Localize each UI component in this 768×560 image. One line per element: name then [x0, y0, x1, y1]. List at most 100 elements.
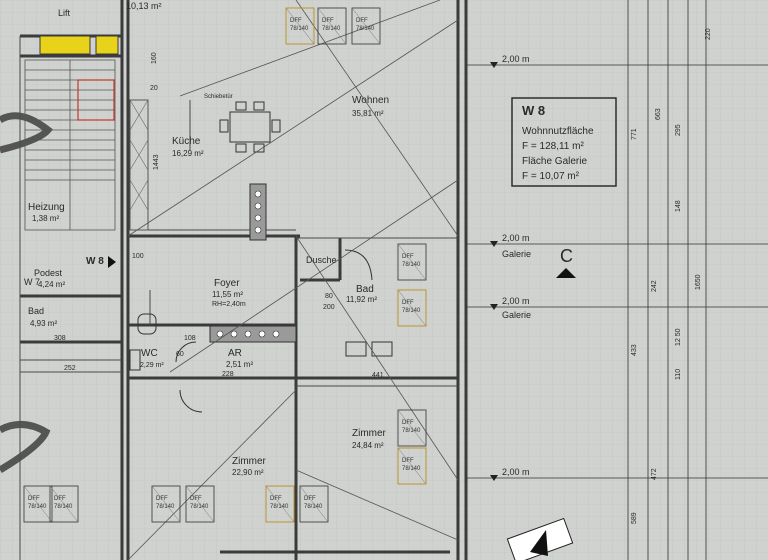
shaft-blocks [209, 183, 297, 343]
level-lines [466, 64, 768, 479]
dim-771: 771 [631, 128, 638, 140]
dff-window [397, 243, 427, 281]
dff-window-diagonal [317, 7, 347, 45]
info-box [511, 97, 617, 187]
shaft-holes [216, 190, 280, 338]
dff-window [285, 7, 315, 45]
dim-1250: 12 50 [675, 328, 682, 346]
north-arrow-icon [506, 517, 574, 560]
dim-200: 200 [323, 304, 335, 311]
kueche-area: 16,29 m² [172, 149, 204, 158]
wc-area: 2,29 m² [140, 362, 164, 369]
lift-label: Lift [58, 8, 71, 18]
dff-window [299, 485, 329, 523]
dim-220: 220 [705, 28, 712, 40]
dff-window-type: DFF [402, 458, 414, 464]
zimmer-right-area: 24,84 m² [352, 441, 384, 450]
dff-window-size: 78/140 [28, 504, 47, 510]
level-4: 2,00 m [502, 467, 530, 477]
window-symbols: DFF78/140DFF78/140DFF78/140DFF78/140DFF7… [23, 7, 427, 523]
dff-window-type: DFF [402, 420, 414, 426]
dff-window-diagonal [265, 485, 295, 523]
dff-window-diagonal [397, 289, 427, 327]
foyer-area: 11,55 m² [212, 290, 243, 299]
dim-433: 433 [631, 344, 638, 356]
dff-window-type: DFF [28, 496, 40, 502]
info-line2: F = 128,11 m² [522, 141, 584, 152]
dff-window [397, 289, 427, 327]
section-marker-triangle [556, 268, 576, 278]
dim-663: 663 [655, 108, 662, 120]
dff-window-type: DFF [156, 496, 168, 502]
section-marker-c: C [560, 246, 573, 266]
dff-window-type: DFF [290, 18, 302, 24]
dff-window-size: 78/140 [190, 504, 209, 510]
foyer-label: Foyer [214, 278, 240, 289]
dff-window-diagonal [285, 7, 315, 45]
dff-window-type: DFF [402, 300, 414, 306]
level-3-label: Galerie [502, 310, 531, 320]
podest-area: 4,24 m² [38, 280, 65, 289]
info-box-text: W 8 Wohnnutzfläche F = 128,11 m² Fläche … [522, 103, 594, 182]
dim-308: 308 [54, 335, 66, 342]
dff-window [185, 485, 215, 523]
wohnen-area: 35,81 m² [352, 109, 384, 118]
dff-window-diagonal [23, 485, 53, 523]
podest-label: Podest [34, 268, 63, 278]
bad-label: Bad [356, 284, 374, 295]
dim-80: 80 [325, 293, 333, 300]
lift-yellow-block [39, 35, 91, 55]
dff-window-size: 78/140 [270, 504, 289, 510]
dim-472: 472 [651, 468, 658, 480]
wohnen-label: Wohnen [352, 95, 389, 106]
foyer-rh: RH=2,40m [212, 301, 246, 308]
dff-window-diagonal [397, 243, 427, 281]
dff-window-type: DFF [402, 254, 414, 260]
dim-295: 295 [675, 124, 682, 136]
dff-window-size: 78/140 [402, 308, 421, 314]
top-area-label: 10,13 m² [126, 1, 162, 11]
schiebetuer-label: Schiebetür [204, 94, 233, 100]
inner-lines [19, 36, 458, 560]
info-title: W 8 [522, 103, 545, 118]
level-2-label: Galerie [502, 249, 531, 259]
dim-108: 108 [184, 335, 196, 342]
staircase [24, 59, 116, 231]
dim-100: 100 [132, 253, 144, 260]
dff-window-size: 78/140 [290, 26, 309, 32]
dff-window-type: DFF [190, 496, 202, 502]
dim-441: 441 [372, 372, 384, 379]
dim-60: 60 [176, 351, 184, 358]
dff-window [397, 447, 427, 485]
dff-window [23, 485, 53, 523]
dff-window-type: DFF [356, 18, 368, 24]
dim-228: 228 [222, 371, 234, 378]
dff-window-diagonal [299, 485, 329, 523]
dff-window-diagonal [151, 485, 181, 523]
dining-table [219, 101, 281, 153]
w8-arrow [108, 256, 116, 268]
dff-window [151, 485, 181, 523]
dim-242: 242 [651, 280, 658, 292]
dff-window-size: 78/140 [402, 466, 421, 472]
wc-label: WC [141, 348, 158, 359]
dff-window-size: 78/140 [304, 504, 323, 510]
dff-window [49, 485, 79, 523]
dff-window-diagonal [49, 485, 79, 523]
bad-left-area: 4,93 m² [30, 319, 57, 328]
bath-fixtures [129, 249, 393, 413]
kitchen-counter [129, 99, 149, 231]
bad-area: 11,92 m² [346, 295, 377, 304]
kueche-label: Küche [172, 136, 201, 147]
level-3: 2,00 m [502, 296, 530, 306]
dff-window-type: DFF [270, 496, 282, 502]
dim-252: 252 [64, 365, 76, 372]
dff-window-size: 78/140 [402, 262, 421, 268]
dff-window [397, 409, 427, 447]
dff-window-diagonal [351, 7, 381, 45]
lift-yellow-block-2 [95, 35, 119, 55]
dff-window [351, 7, 381, 45]
w8-unit-label: W 8 [86, 256, 104, 267]
dim-1443: 1443 [153, 154, 160, 170]
